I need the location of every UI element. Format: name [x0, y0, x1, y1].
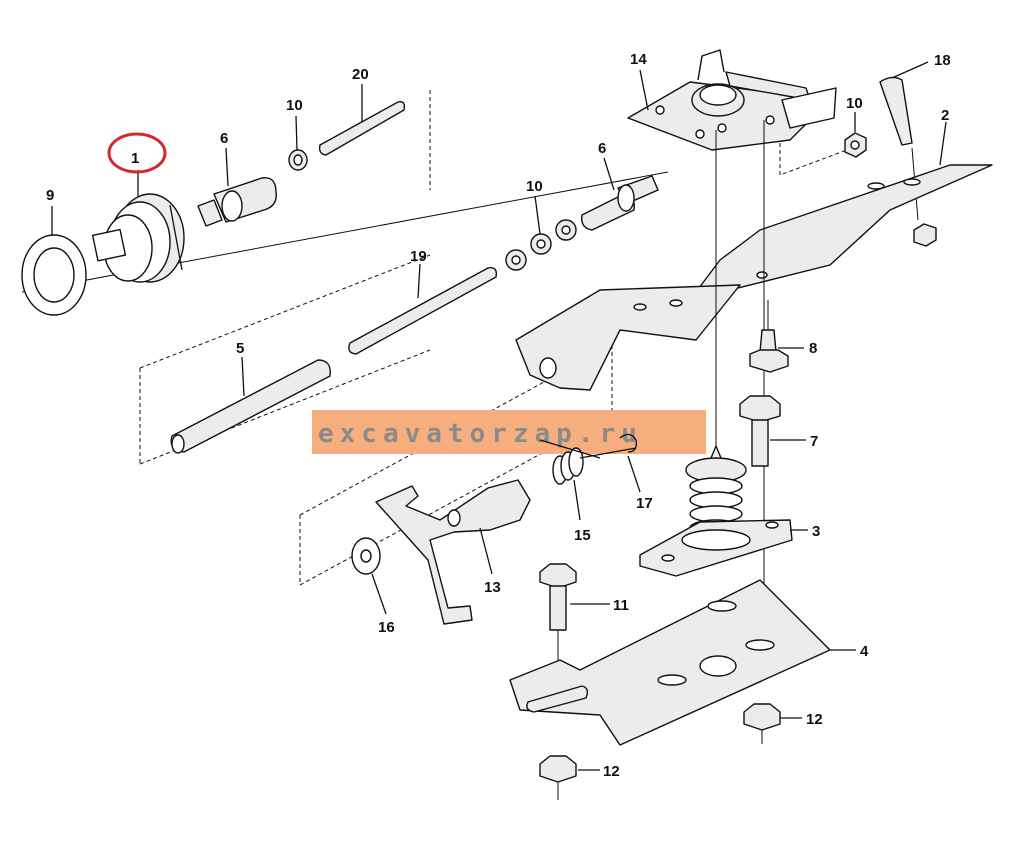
rod-part-20: [318, 100, 406, 156]
nuts-part-10-center: [505, 219, 577, 271]
connector-part-6-center: [581, 175, 659, 231]
label-part-19: 19: [410, 248, 427, 265]
label-part-8: 8: [809, 340, 817, 357]
washer-part-9: [21, 234, 87, 316]
rod-part-19: [348, 267, 498, 355]
clip-part-17: [619, 433, 637, 453]
bolt-part-7: [739, 395, 781, 467]
latch-bracket-part-14: [627, 49, 837, 151]
torsion-spring-part-15: [539, 439, 637, 485]
dashed-group-frame-top: [779, 115, 861, 176]
label-part-18: 18: [934, 52, 951, 69]
lock-cylinder-part-1: [91, 193, 185, 283]
bolt-part-8: [749, 329, 789, 373]
nut-part-10-left: [288, 149, 308, 171]
watermark: excavatorzap.ru: [312, 410, 706, 454]
label-part-17: 17: [636, 495, 653, 512]
flange-nut-part-12-right: [743, 703, 781, 744]
plate-part-2: [689, 164, 993, 301]
watermark-text: excavatorzap.ru: [318, 419, 643, 449]
flange-nut-part-12-bottom: [539, 755, 577, 800]
label-part-6-left: 6: [220, 130, 228, 147]
label-part-2: 2: [941, 107, 949, 124]
highlight-circle-part-1: [107, 132, 167, 174]
dashed-group-frame-left: [139, 90, 431, 465]
tube-part-5: [170, 359, 331, 454]
label-part-5: 5: [236, 340, 244, 357]
label-part-7: 7: [810, 433, 818, 450]
label-part-15: 15: [574, 527, 591, 544]
nut-under-plate: [913, 223, 937, 247]
label-part-16: 16: [378, 619, 395, 636]
label-part-10-left: 10: [286, 97, 303, 114]
label-part-1: 1: [131, 150, 139, 167]
release-lever-part-13: [375, 479, 531, 625]
base-plate-part-3: [639, 519, 793, 577]
label-part-11: 11: [613, 597, 629, 614]
label-part-13: 13: [484, 579, 501, 596]
label-part-10-center: 10: [526, 178, 543, 195]
label-part-3: 3: [812, 523, 820, 540]
label-part-20: 20: [352, 66, 369, 83]
label-part-10-right: 10: [846, 95, 863, 112]
label-part-6-center: 6: [598, 140, 606, 157]
label-part-9: 9: [46, 187, 54, 204]
label-part-14: 14: [630, 51, 647, 68]
label-part-12-right: 12: [806, 711, 823, 728]
label-part-12-bottom: 12: [603, 763, 620, 780]
nut-part-10-right: [844, 132, 867, 158]
bolt-part-11: [539, 563, 577, 700]
label-part-4: 4: [860, 643, 869, 660]
washer-part-16: [351, 537, 381, 575]
connector-part-6-left: [197, 177, 277, 227]
plate-arm-part-2: [515, 284, 741, 391]
leader-lines: [51, 61, 947, 771]
